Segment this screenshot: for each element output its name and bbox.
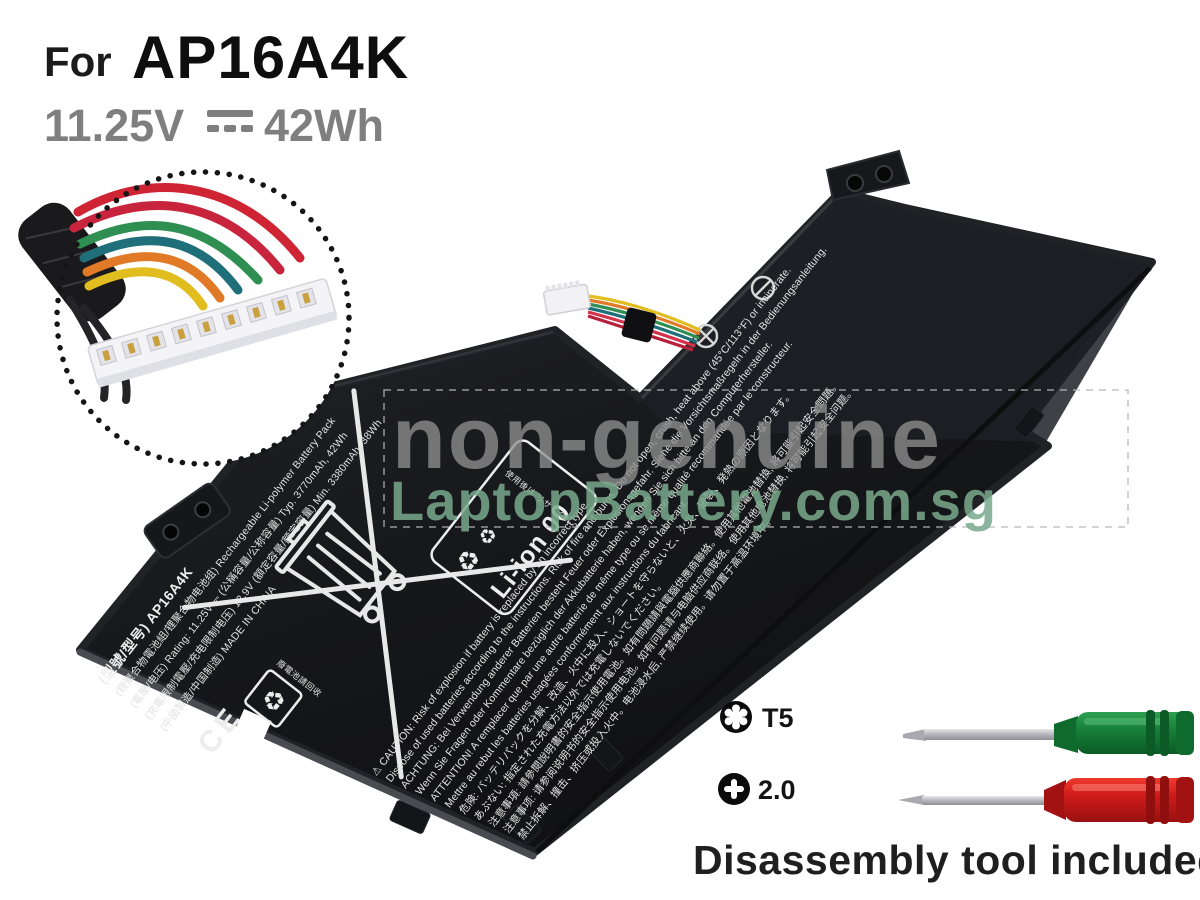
battery-connector bbox=[542, 280, 701, 352]
torx-icon bbox=[720, 701, 752, 733]
battery-wing-edge bbox=[640, 192, 840, 400]
torx-screwdriver bbox=[903, 710, 1194, 756]
torx-label: T5 bbox=[762, 703, 794, 733]
inset-wires bbox=[66, 183, 305, 404]
screw-hole bbox=[162, 523, 180, 541]
header: For AP16A4K 11.25V 42Wh bbox=[44, 24, 409, 151]
crossed-bin-icon bbox=[182, 388, 574, 780]
phillips-screwdriver bbox=[898, 776, 1194, 824]
watermark-line1: non-genuine bbox=[392, 388, 942, 487]
screw-marker-slash-icon bbox=[750, 275, 776, 301]
braided-sleeve bbox=[18, 202, 126, 322]
battery-left-bracket bbox=[143, 482, 231, 559]
pin-slots bbox=[95, 287, 317, 366]
battery-bottom-edge bbox=[76, 648, 537, 860]
inset-connector-plug bbox=[87, 278, 338, 388]
dashed-circle bbox=[54, 169, 352, 467]
screw-hole bbox=[875, 165, 893, 183]
edge-tab bbox=[1014, 405, 1044, 439]
battery-wing-face bbox=[642, 194, 1150, 442]
tools-caption: Disassembly tool included bbox=[693, 837, 1200, 883]
watermark-frame bbox=[383, 389, 1129, 528]
edge-tab bbox=[389, 800, 431, 834]
battery-connector-plug bbox=[542, 280, 591, 316]
edge-tab bbox=[585, 732, 623, 772]
battery-photo: (型號/型号) AP16A4K (鋰聚合物電池組/锂聚合物电池组) Rechar… bbox=[76, 149, 1156, 860]
header-voltage: 11.25V bbox=[44, 100, 184, 151]
battery-right-edge bbox=[535, 266, 1152, 854]
watermark-line2: LaptopBattery.com.sg bbox=[390, 469, 997, 532]
connector-zoom-inset bbox=[18, 169, 352, 467]
edge-tab bbox=[503, 804, 541, 844]
header-energy: 42Wh bbox=[264, 100, 384, 151]
battery-top-tab bbox=[825, 149, 911, 202]
screw-hole bbox=[194, 501, 212, 519]
header-for-label: For bbox=[44, 38, 112, 85]
phillips-icon bbox=[718, 773, 750, 805]
watermark: non-genuine LaptopBattery.com.sg bbox=[383, 388, 1129, 532]
tools-section: T5 2.0 Dis bbox=[693, 701, 1200, 883]
dc-voltage-icon bbox=[207, 110, 253, 132]
phillips-label: 2.0 bbox=[758, 775, 796, 805]
wire-tape-wrap bbox=[621, 307, 657, 343]
screw-hole bbox=[846, 174, 864, 192]
header-model: AP16A4K bbox=[132, 24, 409, 91]
